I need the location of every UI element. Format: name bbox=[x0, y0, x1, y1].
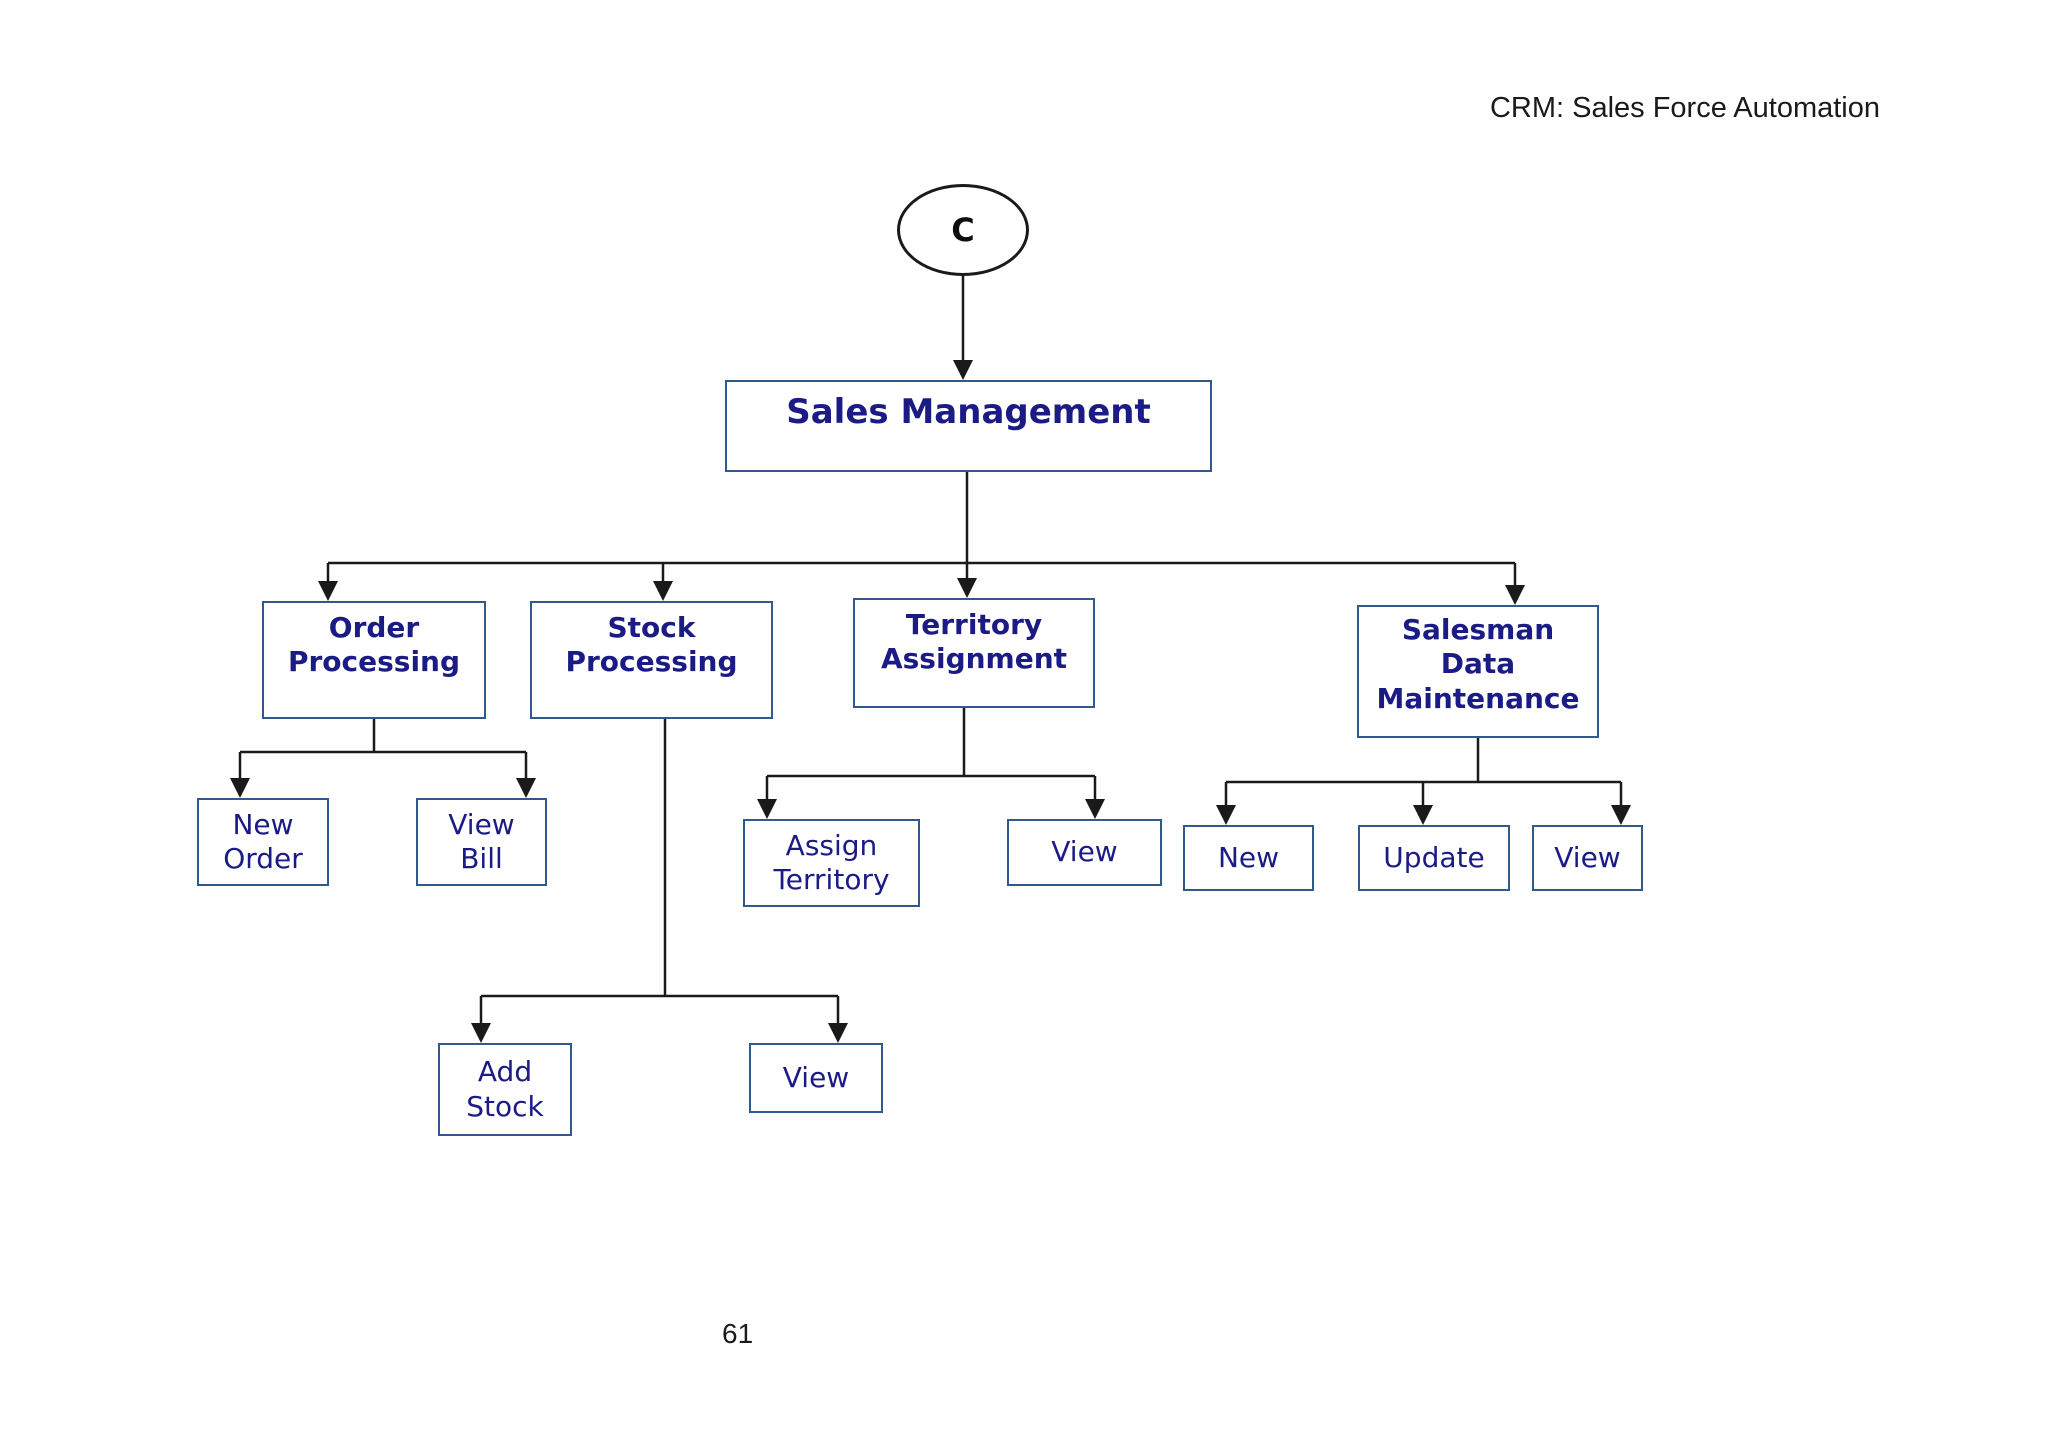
node-salesman-update: Update bbox=[1358, 825, 1510, 891]
page-header-title: CRM: Sales Force Automation bbox=[1489, 92, 1880, 124]
node-territory-view: View bbox=[1007, 819, 1162, 886]
node-view-bill: View Bill bbox=[416, 798, 547, 886]
node-salesman-view: View bbox=[1532, 825, 1643, 891]
page-number: 61 bbox=[722, 1318, 754, 1349]
node-salesman-data-maintenance: Salesman Data Maintenance bbox=[1357, 605, 1599, 738]
node-territory-assignment: Territory Assignment bbox=[853, 598, 1095, 708]
connector-territory-to-children bbox=[757, 708, 1105, 819]
node-sales-management: Sales Management bbox=[725, 380, 1212, 472]
connector-salesman-to-children bbox=[1216, 738, 1631, 825]
node-order-processing: Order Processing bbox=[262, 601, 486, 719]
connector-symbol-label: C bbox=[951, 211, 975, 249]
connector-symbol-c: C bbox=[897, 184, 1029, 276]
connector-order-to-children bbox=[230, 719, 536, 798]
node-assign-territory: Assign Territory bbox=[743, 819, 920, 907]
connector-sales-to-children bbox=[318, 472, 1525, 605]
node-stock-processing: Stock Processing bbox=[530, 601, 773, 719]
node-stock-view: View bbox=[749, 1043, 883, 1113]
node-new-order: New Order bbox=[197, 798, 329, 886]
node-add-stock: Add Stock bbox=[438, 1043, 572, 1136]
node-salesman-new: New bbox=[1183, 825, 1314, 891]
